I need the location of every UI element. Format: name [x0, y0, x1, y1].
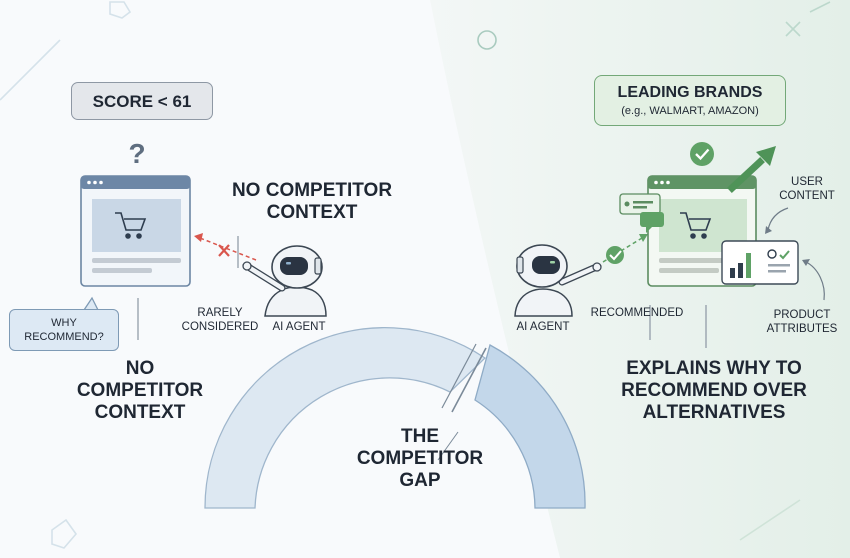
user-content-label: USER CONTENT [779, 176, 835, 202]
right-ai-agent-label: AI AGENT [516, 321, 570, 333]
growth-arrow-icon [727, 146, 776, 193]
x-mark-icon [218, 244, 230, 257]
rejected-arrow [194, 233, 257, 261]
leading-brands-subtitle: (e.g., WALMART, AMAZON) [621, 105, 759, 117]
check-badge-icon [690, 142, 714, 166]
leading-brands-title: LEADING BRANDS [617, 84, 763, 101]
curved-pointer-arrows [767, 207, 825, 301]
product-attributes-label: PRODUCT ATTRIBUTES [766, 309, 838, 335]
shopping-cart-icon [115, 212, 147, 239]
competitor-gap-arc [204, 327, 586, 509]
product-attributes-card [721, 240, 799, 285]
no-competitor-context-top: NO COMPETITOR CONTEXT [231, 180, 393, 223]
connector-lines [137, 236, 707, 348]
shopping-cart-icon-right [680, 212, 712, 239]
recommend-arrow [602, 234, 648, 264]
explains-why-label: EXPLAINS WHY TO RECOMMEND OVER ALTERNATI… [621, 358, 807, 423]
rarely-considered-label: RARELY CONSIDERED [181, 307, 259, 333]
right-ai-robot-icon [514, 244, 602, 317]
user-content-chat-icon [619, 193, 664, 233]
question-mark: ? [128, 138, 146, 169]
arrowhead [765, 226, 772, 234]
no-competitor-context-bottom: NO COMPETITOR CONTEXT [76, 358, 204, 423]
why-recommend-bubble: WHY RECOMMEND? [9, 309, 119, 351]
score-badge: SCORE < 61 [71, 82, 213, 120]
arrowhead [802, 259, 810, 266]
recommended-label: RECOMMENDED [590, 307, 684, 319]
competitor-gap-label: THE COMPETITOR GAP [356, 426, 484, 491]
decor-shapes [0, 1, 831, 549]
leading-brands-badge: LEADING BRANDS (e.g., WALMART, AMAZON) [594, 75, 786, 126]
left-ai-robot-icon [242, 245, 327, 317]
left-browser-window [80, 175, 191, 287]
left-ai-agent-label: AI AGENT [272, 321, 326, 333]
